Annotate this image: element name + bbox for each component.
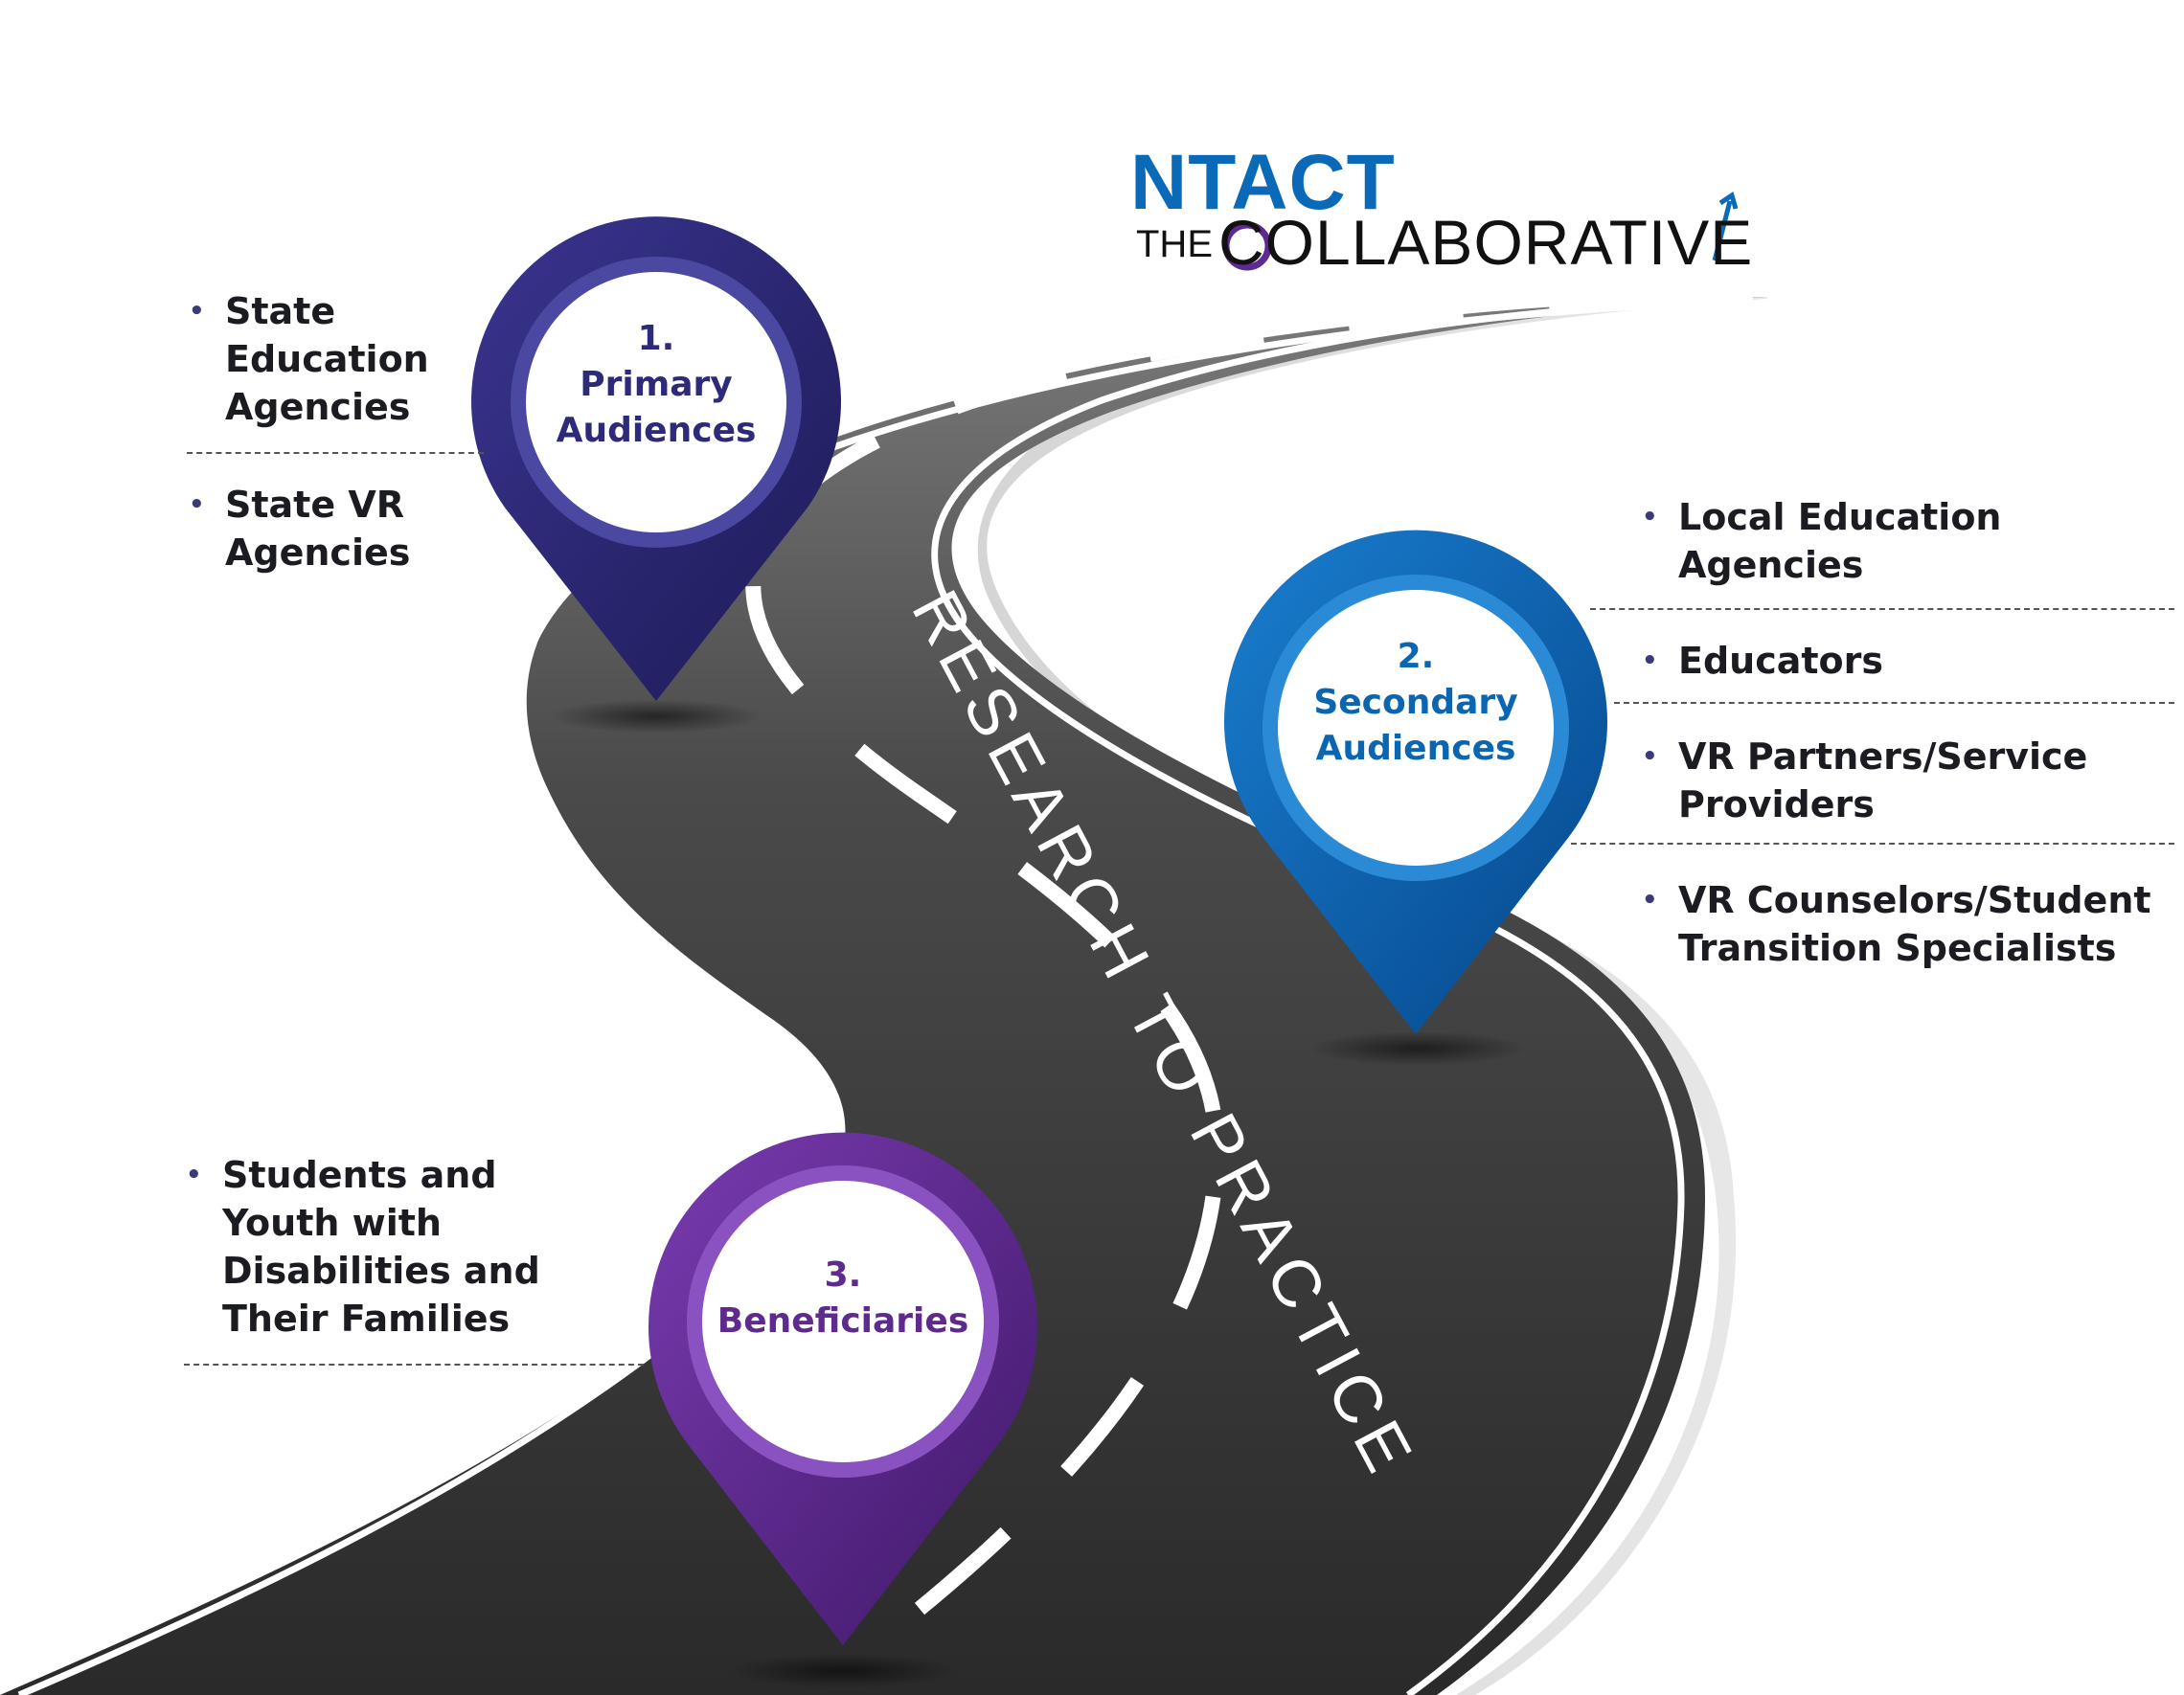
- pin-2-title-line-1: Secondary: [1313, 683, 1518, 722]
- list-item: VR Counselors/Student Transition Special…: [1640, 876, 2151, 972]
- secondary-audience-list: Local Education Agencies: [1640, 493, 2001, 589]
- road-surface: [0, 297, 1767, 1695]
- pin-1-title-line-2: Audiences: [556, 411, 757, 450]
- primary-audience-list: State Education Agencies: [187, 287, 429, 431]
- list-item: VR Partners/Service Providers: [1640, 733, 2087, 828]
- pin-beneficiaries: [648, 1132, 1038, 1645]
- pin-2-label: 2. Secondary Audiences: [1272, 634, 1559, 772]
- pin-3-label: 3. Beneficiaries: [690, 1253, 996, 1345]
- pin-2-shadow: [1308, 1031, 1528, 1066]
- divider: [1590, 608, 2174, 610]
- pin-1-number: 1.: [637, 319, 675, 358]
- list-item: Local Education Agencies: [1640, 493, 2001, 589]
- pin-secondary: [1224, 530, 1607, 1034]
- pin-primary: [471, 216, 841, 701]
- logo: NTACT THE COLLABORATIVE: [1130, 144, 1782, 287]
- list-item: Educators: [1640, 637, 1883, 685]
- pin-3-shadow: [728, 1654, 958, 1688]
- pin-1-title-line-1: Primary: [580, 365, 733, 404]
- logo-ntact: NTACT: [1130, 139, 1396, 226]
- beneficiary-list: Students and Youth with Disabilities and…: [184, 1151, 540, 1343]
- road-center-dashes: [745, 291, 1744, 1616]
- divider: [187, 452, 484, 454]
- logo-ring-icon: [1222, 221, 1272, 271]
- divider: [1571, 843, 2174, 845]
- pin-1-shadow: [551, 699, 762, 734]
- list-item: State Education Agencies: [187, 287, 429, 431]
- list-item: State VR Agencies: [187, 481, 410, 576]
- logo-collaborative: COLLABORATIVE: [1218, 207, 1754, 278]
- road-border-right: [931, 295, 1754, 1695]
- secondary-audience-list-3: VR Partners/Service Providers: [1640, 733, 2087, 828]
- pin-1-label: 1. Primary Audiences: [522, 316, 790, 454]
- secondary-audience-list-2: Educators: [1640, 637, 1883, 685]
- logo-the: THE: [1136, 223, 1213, 265]
- list-item: Students and Youth with Disabilities and…: [184, 1151, 540, 1343]
- logo-arrow-icon: [1712, 192, 1739, 261]
- divider: [184, 1364, 644, 1366]
- divider: [1614, 702, 2174, 704]
- pin-3-title-line-1: Beneficiaries: [717, 1301, 969, 1341]
- pin-3-number: 3.: [824, 1255, 862, 1295]
- pin-2-title-line-2: Audiences: [1315, 729, 1516, 768]
- pin-2-number: 2.: [1397, 637, 1435, 676]
- primary-audience-list-2: State VR Agencies: [187, 481, 410, 576]
- secondary-audience-list-4: VR Counselors/Student Transition Special…: [1640, 876, 2151, 972]
